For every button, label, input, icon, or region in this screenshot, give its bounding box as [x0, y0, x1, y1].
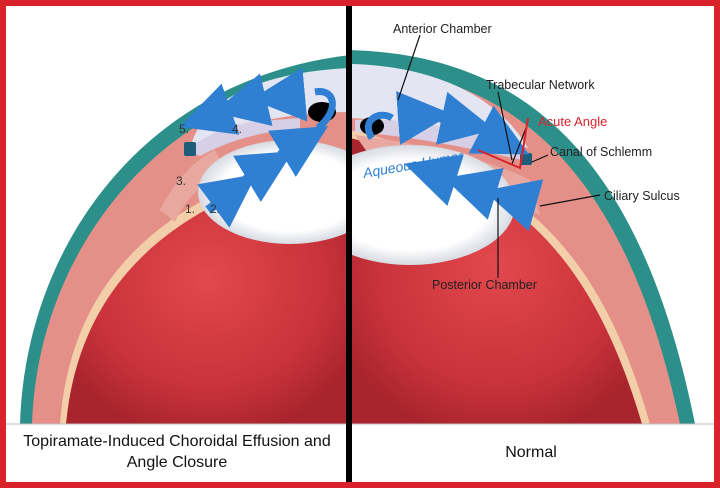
marker-2: 2. [210, 202, 220, 216]
right-flow-arrows [364, 91, 544, 232]
label-acute-angle: Acute Angle [538, 114, 607, 129]
marker-4: 4. [232, 122, 242, 136]
label-posterior-chamber: Posterior Chamber [432, 278, 537, 292]
marker-1: 1. [185, 202, 195, 216]
acute-angle-marker [477, 117, 529, 170]
left-markers: 1. 2. 3. 4. 5. [176, 122, 242, 216]
label-anterior-chamber: Anterior Chamber [393, 22, 492, 36]
marker-5: 5. [179, 122, 189, 136]
label-canal-of-schlemm: Canal of Schlemm [550, 145, 652, 159]
left-flow-arrows [179, 67, 336, 228]
left-panel-caption: Topiramate-Induced Choroidal Effusion an… [23, 433, 331, 471]
marker-3: 3. [176, 174, 186, 188]
right-leader-lines [397, 34, 601, 278]
label-trabecular-network: Trabecular Network [486, 78, 595, 92]
label-ciliary-sulcus: Ciliary Sulcus [604, 189, 680, 203]
right-panel-caption: Normal [505, 443, 557, 461]
panel-divider [346, 6, 352, 482]
